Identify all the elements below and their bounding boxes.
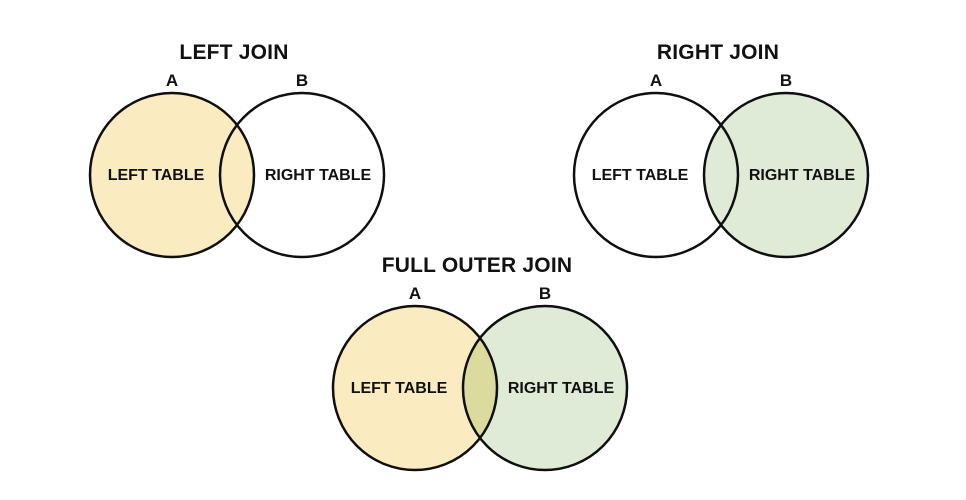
circle-b-fill [463, 306, 627, 470]
set-b-label: B [295, 71, 309, 90]
circle-b-outline [218, 91, 386, 259]
diagram-title: LEFT JOIN [179, 41, 289, 64]
left-table-label: LEFT TABLE [591, 167, 689, 184]
set-b-label: B [779, 71, 793, 90]
circle-b-outline [461, 304, 629, 472]
venn-diagram [331, 304, 629, 472]
circle-a-outline [88, 91, 256, 259]
circle-a-fill [333, 306, 497, 470]
left-join-diagram: LEFT JOIN A B LEFT TABLE RIGHT TABLE [86, 40, 390, 275]
circle-a-outline [572, 91, 740, 259]
circle-a-fill [90, 93, 254, 257]
right-table-label: RIGHT TABLE [507, 380, 615, 397]
left-table-label: LEFT TABLE [107, 167, 205, 184]
set-b-label: B [538, 284, 552, 303]
diagram-title: FULL OUTER JOIN [381, 254, 573, 277]
right-table-label: RIGHT TABLE [748, 167, 856, 184]
right-table-label: RIGHT TABLE [264, 167, 372, 184]
circle-b-fill [704, 93, 868, 257]
diagram-title: RIGHT JOIN [656, 41, 780, 64]
full-outer-join-diagram: FULL OUTER JOIN A B LEFT TABLE RIGHT TAB… [329, 253, 633, 488]
venn-diagram [88, 91, 386, 259]
set-a-label: A [408, 284, 422, 303]
circle-b-outline [702, 91, 870, 259]
overlap-region [462, 338, 498, 438]
set-a-label: A [649, 71, 663, 90]
set-a-label: A [165, 71, 179, 90]
circle-a-outline [331, 304, 499, 472]
left-table-label: LEFT TABLE [350, 380, 448, 397]
venn-diagram [572, 91, 870, 259]
right-join-diagram: RIGHT JOIN A B LEFT TABLE RIGHT TABLE [570, 40, 874, 275]
